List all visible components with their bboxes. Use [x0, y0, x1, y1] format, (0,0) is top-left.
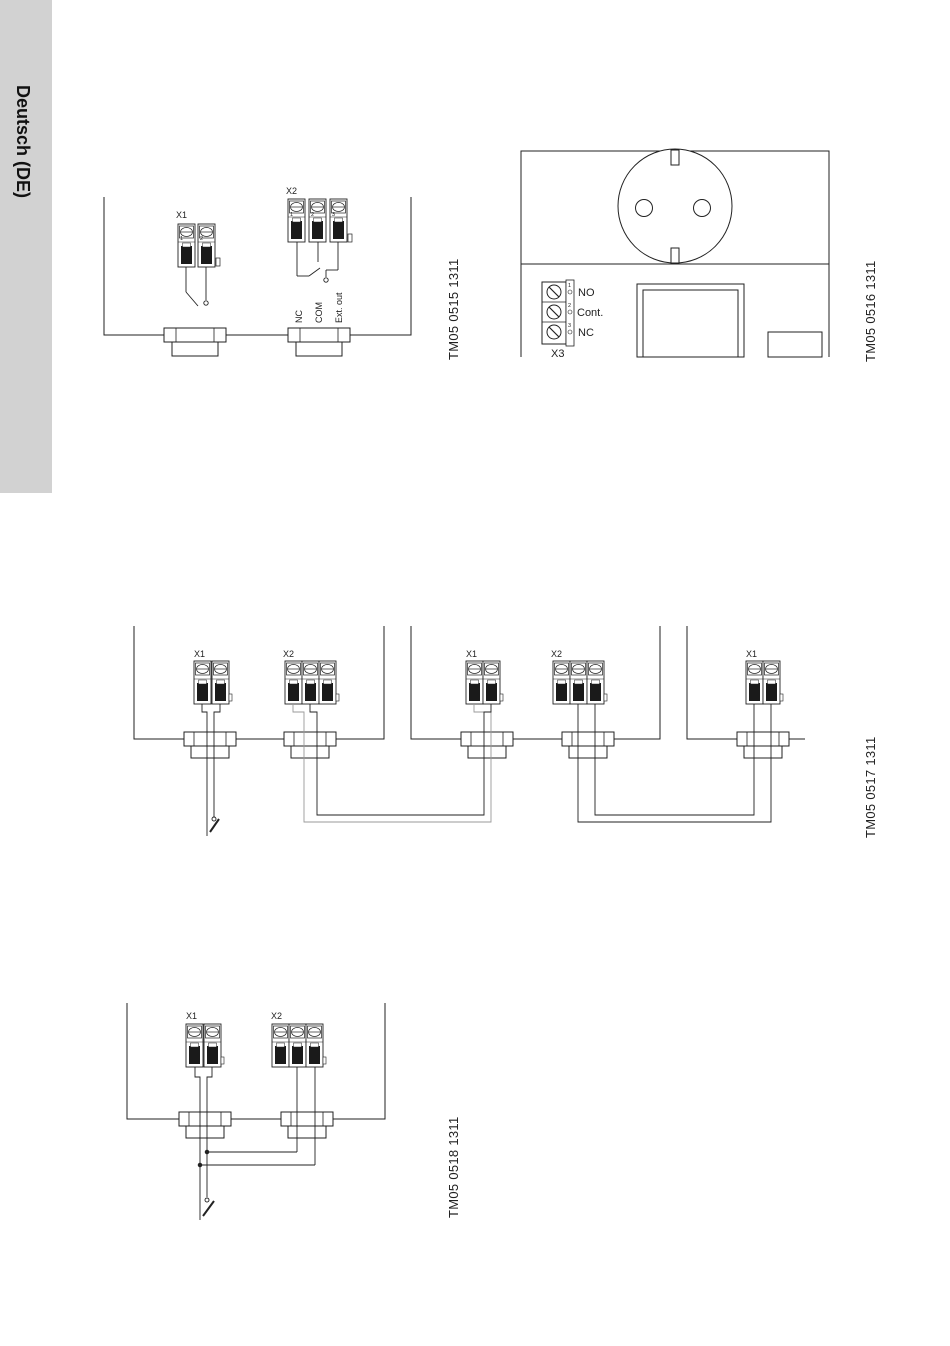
- fig3-u1-x2-terminal: [285, 661, 339, 704]
- figure-1-diagram: X1 X2 1 2 1 2 3: [104, 186, 411, 356]
- fig2-pin-3: 3: [568, 323, 571, 329]
- fig1-x1-pin-2: 2: [200, 236, 203, 242]
- fig2-x3-terminal: [542, 280, 574, 346]
- fig1-gland-1: [164, 328, 226, 356]
- fig3-u2-x2-label: X2: [551, 649, 562, 659]
- figure-4-diagram: X1 X2: [127, 1003, 385, 1220]
- fig4-x2-label: X2: [271, 1011, 282, 1021]
- fig1-x2-pin-2: 2: [311, 212, 314, 218]
- fig3-u1-x1-label: X1: [194, 649, 205, 659]
- figure-2-diagram: 1 2 3 NO Cont. NC X3: [521, 149, 829, 360]
- fig2-pin-2: 2: [568, 303, 571, 309]
- fig2-pin-1: 1: [568, 283, 571, 289]
- fig1-label-nc: NC: [294, 310, 304, 323]
- fig3-u3-x1-terminal: [746, 661, 783, 704]
- fig1-label-ext-out: Ext. out: [334, 292, 344, 323]
- fig2-label-no: NO: [578, 287, 595, 299]
- fig3-u1-x1-terminal: [194, 661, 232, 704]
- fig3-u1-x2-label: X2: [283, 649, 294, 659]
- figure-3-diagram: X1 X2 X1 X2 X1: [134, 626, 805, 836]
- fig1-x1-terminal: [178, 224, 220, 267]
- fig1-x2-relay-contact: [297, 242, 338, 282]
- fig1-x2-label: X2: [286, 186, 297, 196]
- fig2-housing-inner: [637, 284, 822, 357]
- fig1-label-com: COM: [314, 302, 324, 323]
- fig1-x1-label: X1: [176, 210, 187, 220]
- fig3-u2-x2-terminal: [553, 661, 607, 704]
- fig2-x3-label: X3: [551, 348, 564, 360]
- fig1-x2-pin-1: 1: [290, 212, 293, 218]
- fig1-x1-switch: [186, 267, 208, 306]
- fig1-x1-pin-1: 1: [180, 236, 183, 242]
- fig2-label-nc: NC: [578, 327, 594, 339]
- fig4-x2-terminal: [272, 1024, 326, 1067]
- fig3-u2-x1-terminal: [466, 661, 503, 704]
- fig3-u3-x1-label: X1: [746, 649, 757, 659]
- fig1-x2-pin-3: 3: [332, 212, 335, 218]
- fig2-socket: [618, 149, 732, 263]
- fig4-x1-terminal: [186, 1024, 224, 1067]
- fig1-x2-terminal: [288, 199, 352, 242]
- fig4-wiring: [195, 1067, 315, 1220]
- fig4-x1-label: X1: [186, 1011, 197, 1021]
- fig3-wiring: [202, 704, 771, 836]
- fig1-gland-2: [288, 328, 350, 356]
- fig2-label-cont: Cont.: [577, 307, 603, 319]
- fig3-u2-x1-label: X1: [466, 649, 477, 659]
